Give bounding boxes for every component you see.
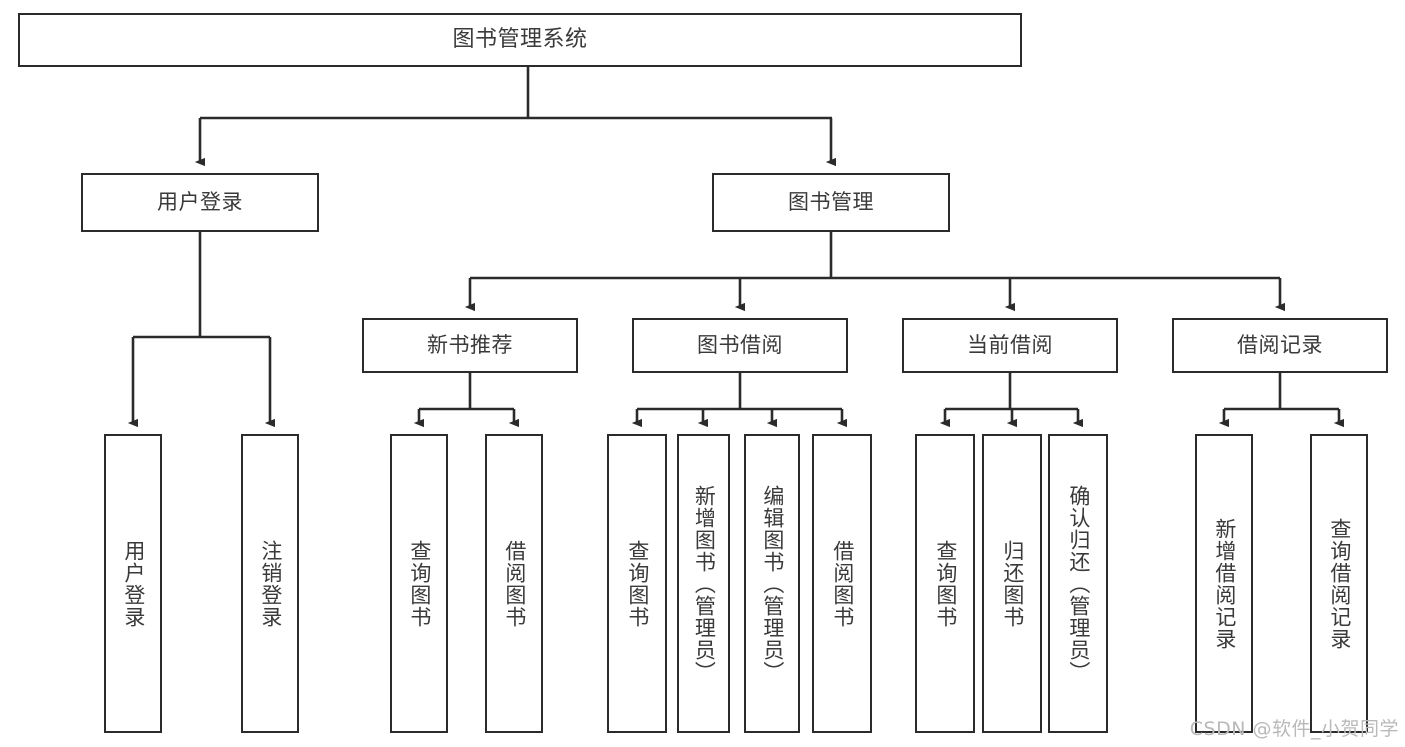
leaf-borrow-book-label: 借阅图书: [830, 539, 855, 628]
leaf-query-borrow-record-label: 查询借阅记录: [1327, 517, 1352, 650]
watermark: CSDN @软件_小贺同学: [1189, 718, 1399, 740]
leaf-user-login[interactable]: 用户登录: [104, 434, 162, 733]
leaf-borrow-book-recommend-label: 借阅图书: [502, 539, 527, 628]
node-new-book-recommend[interactable]: 新书推荐: [362, 318, 578, 373]
leaf-user-login-label: 用户登录: [121, 539, 146, 628]
node-borrow-record[interactable]: 借阅记录: [1172, 318, 1388, 373]
leaf-add-book-admin-label: 新增图书（管理员）: [692, 484, 717, 683]
leaf-query-book-borrow[interactable]: 查询图书: [607, 434, 667, 733]
leaf-logout-label: 注销登录: [258, 539, 283, 628]
node-book-borrow[interactable]: 图书借阅: [632, 318, 848, 373]
leaf-return-book-label: 归还图书: [1000, 539, 1025, 628]
node-user-login-label: 用户登录: [157, 190, 243, 214]
node-borrow-record-label: 借阅记录: [1237, 333, 1323, 357]
node-root[interactable]: 图书管理系统: [18, 13, 1022, 67]
leaf-logout[interactable]: 注销登录: [241, 434, 299, 733]
leaf-query-book-recommend[interactable]: 查询图书: [390, 434, 448, 733]
leaf-borrow-book-recommend[interactable]: 借阅图书: [485, 434, 543, 733]
leaf-edit-book-admin-label: 编辑图书（管理员）: [760, 484, 785, 683]
node-new-book-recommend-label: 新书推荐: [427, 333, 513, 357]
leaf-query-book-borrow-label: 查询图书: [625, 539, 650, 628]
leaf-add-borrow-record-label: 新增借阅记录: [1212, 517, 1237, 650]
node-book-management[interactable]: 图书管理: [712, 173, 950, 232]
leaf-query-book-current[interactable]: 查询图书: [915, 434, 975, 733]
leaf-confirm-return-admin-label: 确认归还（管理员）: [1066, 484, 1091, 683]
leaf-return-book[interactable]: 归还图书: [982, 434, 1042, 733]
leaf-query-book-recommend-label: 查询图书: [407, 539, 432, 628]
leaf-add-book-admin[interactable]: 新增图书（管理员）: [677, 434, 730, 733]
leaf-edit-book-admin[interactable]: 编辑图书（管理员）: [744, 434, 800, 733]
node-book-borrow-label: 图书借阅: [697, 333, 783, 357]
leaf-add-borrow-record[interactable]: 新增借阅记录: [1195, 434, 1253, 733]
node-current-borrow-label: 当前借阅: [967, 333, 1053, 357]
leaf-query-book-current-label: 查询图书: [933, 539, 958, 628]
node-root-label: 图书管理系统: [452, 27, 588, 52]
node-user-login[interactable]: 用户登录: [81, 173, 319, 232]
leaf-confirm-return-admin[interactable]: 确认归还（管理员）: [1048, 434, 1108, 733]
node-book-management-label: 图书管理: [788, 190, 874, 214]
node-current-borrow[interactable]: 当前借阅: [902, 318, 1118, 373]
leaf-borrow-book[interactable]: 借阅图书: [812, 434, 872, 733]
leaf-query-borrow-record[interactable]: 查询借阅记录: [1310, 434, 1368, 733]
